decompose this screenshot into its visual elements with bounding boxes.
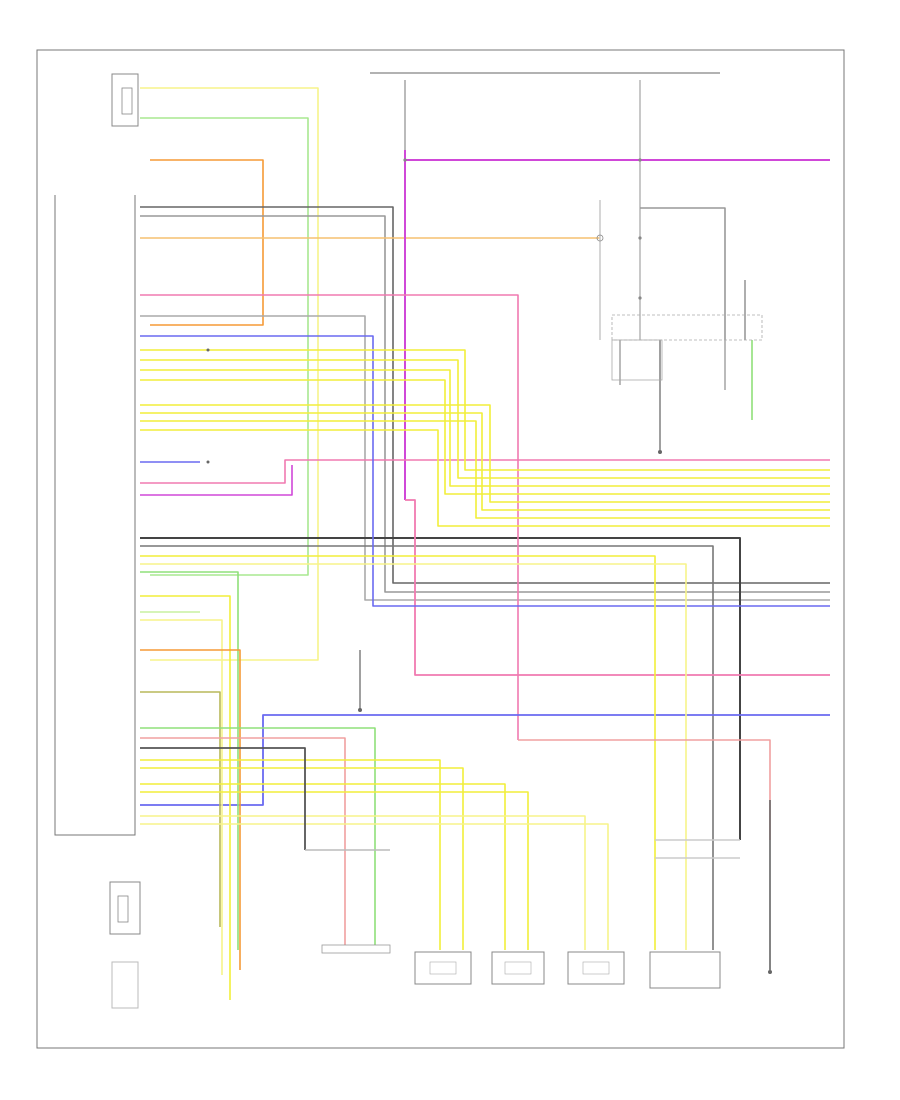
wire-sensor-a <box>140 87 319 661</box>
right-front-impact-sensor-box <box>109 881 141 935</box>
diagram-border <box>36 49 845 1049</box>
wire-magenta-lo <box>140 465 293 496</box>
airbag-control-module-outline <box>54 195 136 836</box>
left-front-impact-sensor-box <box>111 73 139 127</box>
wire-gray-2 <box>140 215 830 593</box>
wire-yel-d1 <box>140 555 656 950</box>
wire-yel-lo-2 <box>140 619 223 975</box>
wire-orange-lo <box>140 649 241 970</box>
wire-sensor-b <box>140 117 309 576</box>
wire-yel-a1 <box>140 759 441 950</box>
wire-grn-v <box>140 727 376 950</box>
wire-yel-c2 <box>140 823 609 950</box>
wire-gray-3 <box>140 315 830 601</box>
wire-red-right <box>518 739 771 840</box>
wire-yel-d2 <box>140 563 687 950</box>
wire-gray-lo <box>140 747 306 850</box>
front-passenger-airbag-box <box>414 951 472 985</box>
wire-olive <box>140 691 221 927</box>
wires <box>140 72 830 1000</box>
splice-icon <box>403 158 642 300</box>
wire-yel-a2 <box>140 767 464 950</box>
ground-icon <box>206 348 772 974</box>
wire-yel-b1 <box>140 783 506 950</box>
right-side-curtain-airbag-box <box>567 951 625 985</box>
wire-red-1 <box>140 294 519 740</box>
wire-blue-1 <box>140 335 830 607</box>
wire-green-lo <box>140 571 239 950</box>
wire-yel-lo-1 <box>140 595 231 1000</box>
left-front-impact-sensor-2-box <box>111 961 139 1009</box>
wire-yel-b2 <box>140 791 529 950</box>
wire-pink-b <box>405 499 830 676</box>
wire-black-2 <box>140 545 714 950</box>
combination-meter-box <box>611 314 763 341</box>
wire-meter-2 <box>640 207 726 340</box>
front-passenger-side-airbag-box <box>491 951 545 985</box>
passenger-seat-belt-tensioner-box <box>321 944 391 954</box>
wire-pink-a <box>140 459 830 484</box>
yellow-bundle <box>140 349 830 527</box>
wire-red-lo <box>140 737 346 950</box>
wire-yel-c1 <box>140 815 586 950</box>
wire-dlc <box>150 159 264 326</box>
left-side-airbag-box <box>649 951 721 989</box>
wire-gray-1 <box>140 206 830 584</box>
components <box>54 73 772 1009</box>
